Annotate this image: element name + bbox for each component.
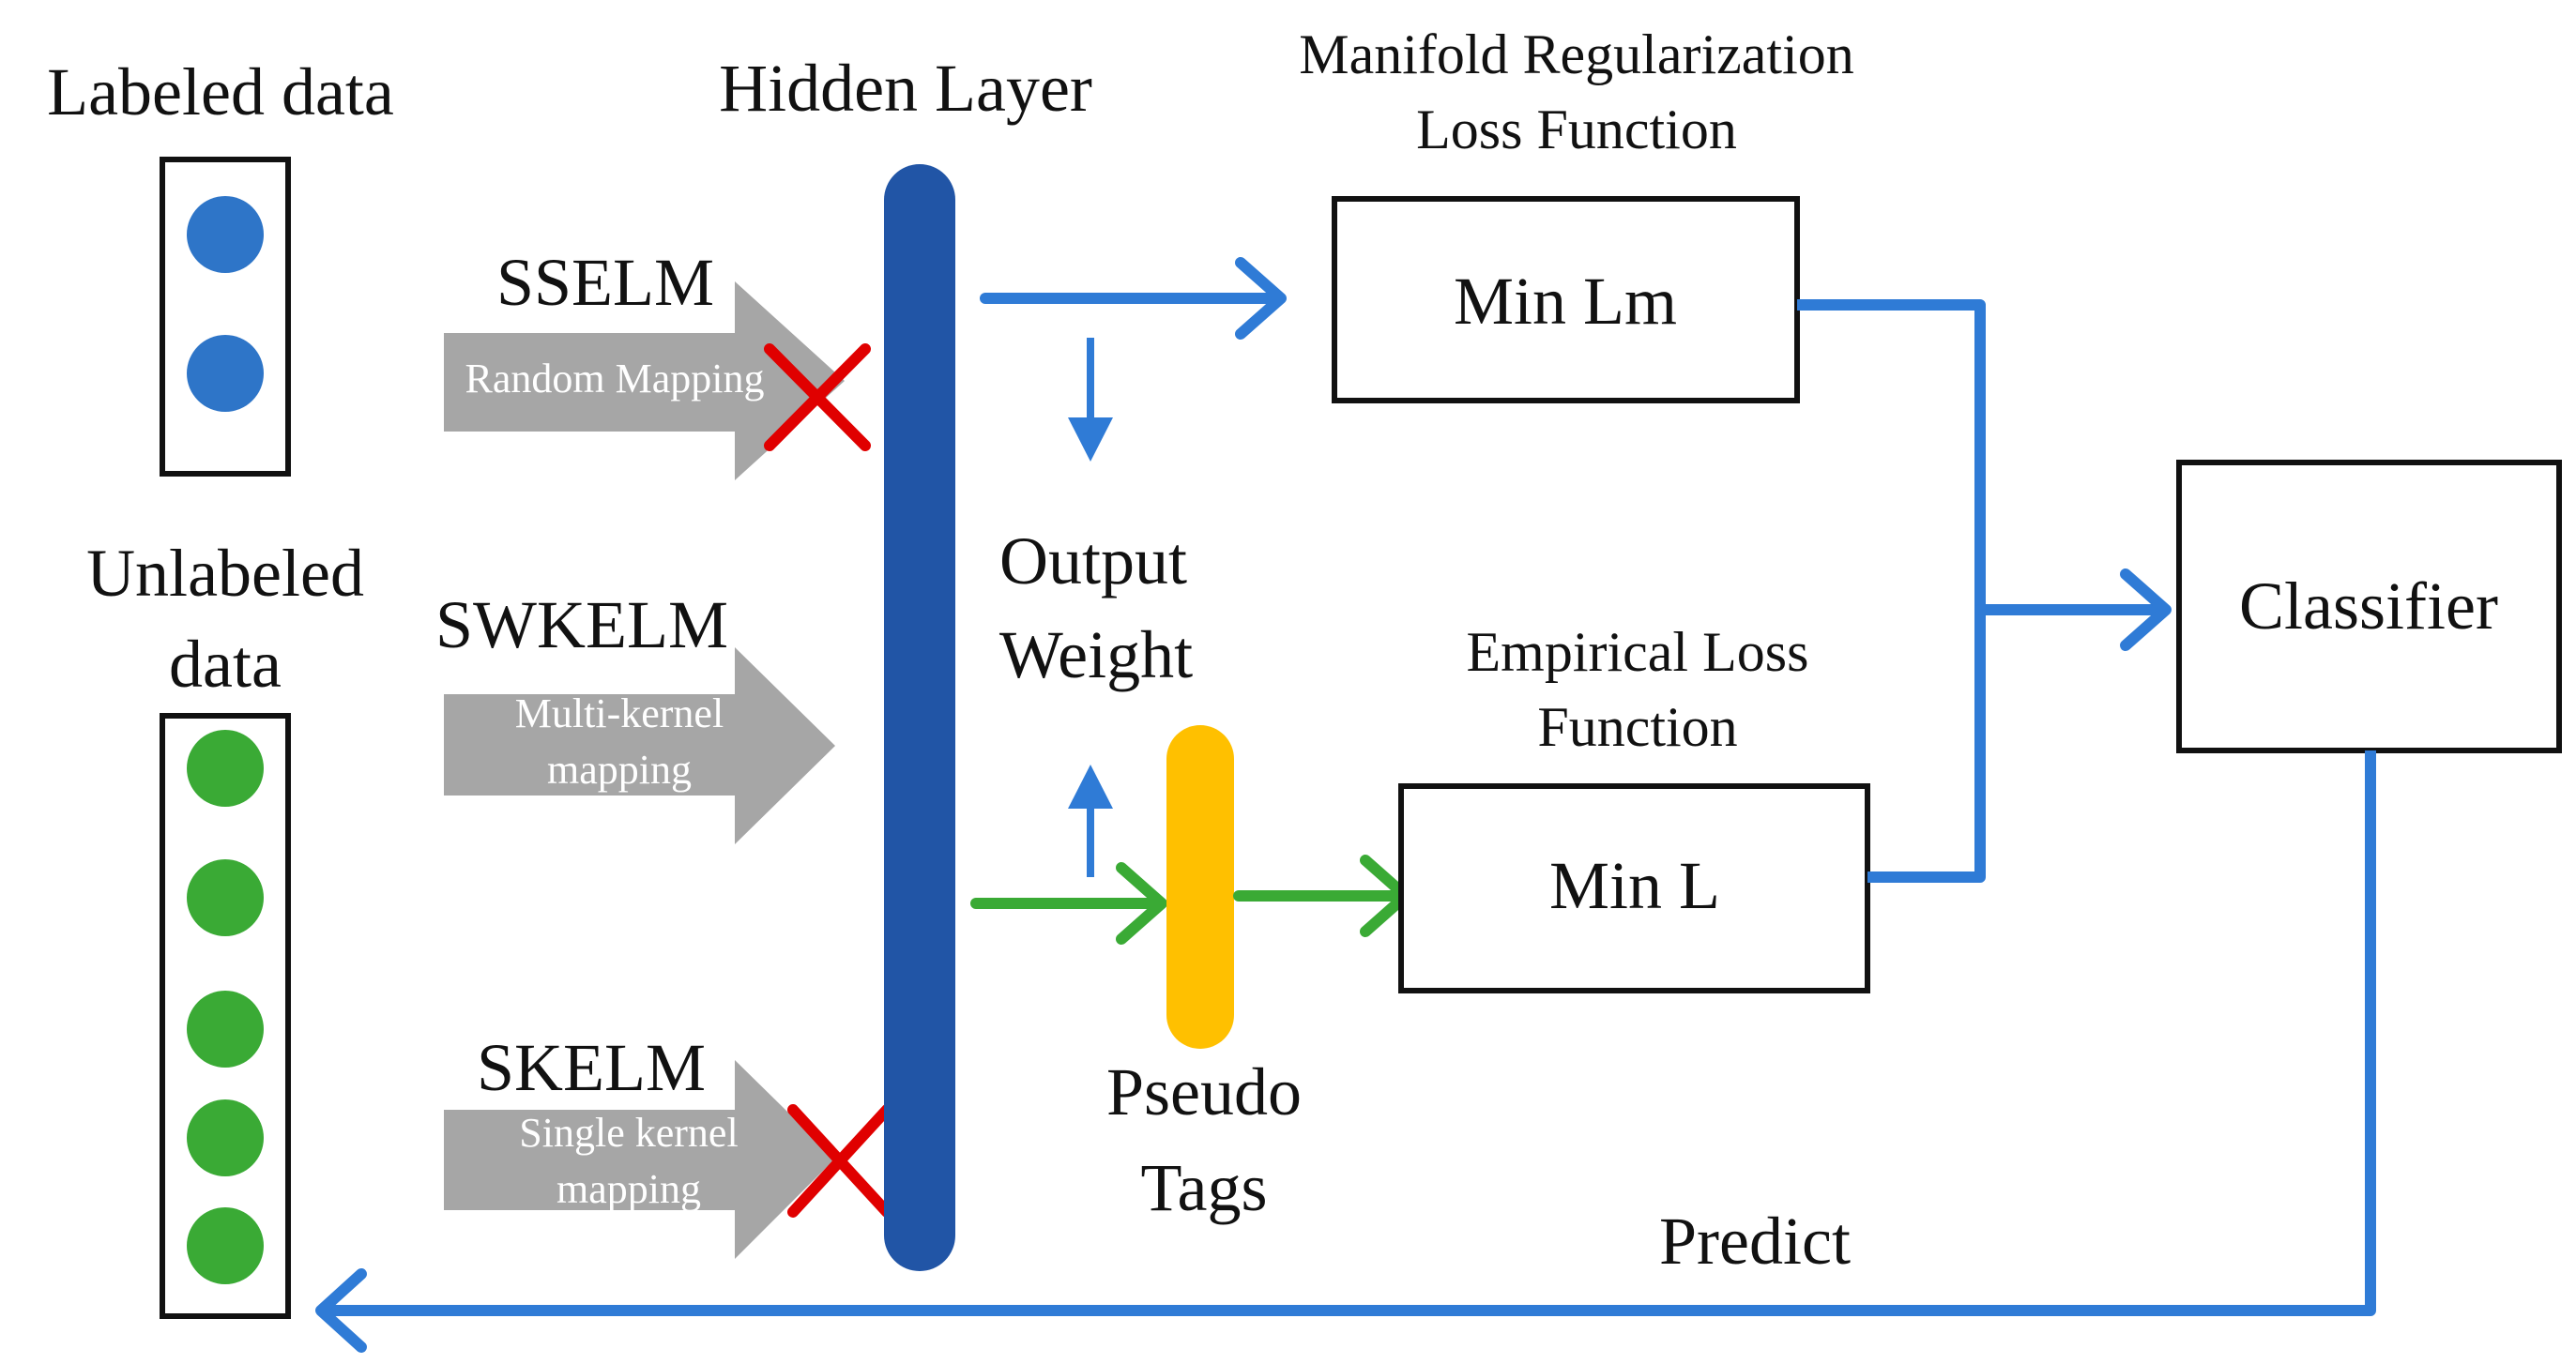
unlabeled-sample-2 (187, 859, 264, 936)
labeled-sample-2 (187, 335, 264, 412)
min-l-label: Min L (1549, 848, 1720, 923)
classifier-label: Classifier (2239, 568, 2498, 644)
swkelm-mapping-label-line2: mapping (547, 747, 692, 793)
to-pseudo-tags-arrowhead (1116, 862, 1167, 945)
loss-merge-connector (1797, 299, 1986, 883)
sselm-mapping-label: Random Mapping (465, 356, 765, 402)
skelm-cross-icon (787, 1104, 892, 1218)
skelm-arrow-shape (444, 1060, 835, 1259)
hidden-layer-bar (884, 164, 955, 1271)
unlabeled-data-title-line1: Unlabeled (86, 536, 364, 611)
unlabeled-data-box (160, 713, 291, 1319)
swkelm-mapping-label-line1: Multi-kernel (515, 690, 724, 736)
skelm-label: SKELM (477, 1030, 706, 1105)
swkelm-arrow: Multi-kernel mapping (444, 647, 835, 844)
classifier-box (2176, 460, 2562, 753)
empirical-loss-title-line2: Function (1537, 696, 1737, 758)
hidden-layer-title: Hidden Layer (719, 51, 1092, 126)
predict-label: Predict (1659, 1204, 1851, 1279)
skelm-arrow: Single kernel mapping (444, 1060, 835, 1259)
sselm-arrow: Random Mapping (444, 281, 845, 480)
labeled-sample-1 (187, 196, 264, 273)
min-lm-label: Min Lm (1454, 264, 1677, 339)
output-weight-label-line2: Weight (999, 617, 1193, 692)
unlabeled-data-title-line2: data (169, 627, 282, 702)
unlabeled-sample-5 (187, 1207, 264, 1284)
empirical-loss-title-line1: Empirical Loss (1467, 621, 1809, 683)
unlabeled-sample-3 (187, 991, 264, 1068)
swkelm-label: SWKELM (435, 587, 728, 662)
skelm-mapping-label-line2: mapping (556, 1166, 701, 1212)
pseudo-tags-bar (1166, 725, 1234, 1049)
skelm-mapping-label-line1: Single kernel (519, 1110, 738, 1156)
swkelm-arrow-shape (444, 647, 835, 844)
up-arrowhead (1068, 765, 1113, 809)
labeled-data-title: Labeled data (47, 54, 394, 129)
unlabeled-sample-1 (187, 730, 264, 807)
labeled-data-box (160, 157, 291, 477)
sselm-cross-icon (764, 343, 871, 451)
down-arrowhead (1068, 417, 1113, 462)
unlabeled-sample-4 (187, 1099, 264, 1176)
manifold-loss-title-line2: Loss Function (1416, 99, 1737, 160)
output-weight-label-line1: Output (999, 523, 1187, 599)
min-l-box (1398, 783, 1870, 993)
sselm-arrow-shape (444, 281, 845, 480)
sselm-label: SSELM (496, 245, 714, 320)
predict-feedback-line (328, 750, 2376, 1316)
to-min-lm-arrowhead (1235, 257, 1287, 340)
to-classifier-arrowhead (2120, 568, 2172, 651)
pseudo-tags-label-line2: Tags (1141, 1150, 1268, 1225)
pseudo-tags-label-line1: Pseudo (1106, 1054, 1302, 1129)
manifold-loss-title-line1: Manifold Regularization (1299, 23, 1854, 85)
predict-arrowhead (315, 1268, 367, 1353)
